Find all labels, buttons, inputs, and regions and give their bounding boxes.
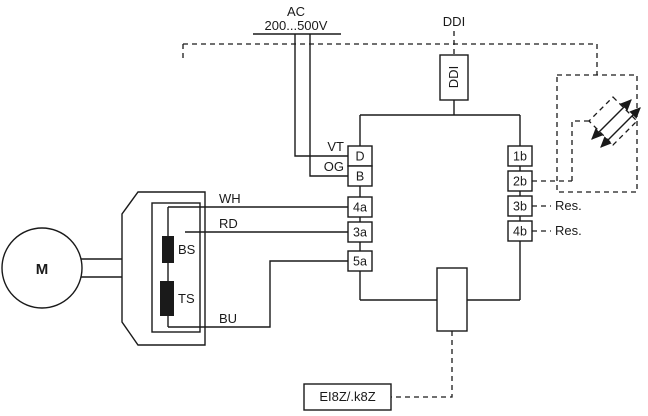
terminal-label: 4a (353, 201, 367, 215)
terminal-label: B (356, 170, 364, 184)
ddi-module-label: DDI (446, 66, 461, 88)
terminal-left-5a: 5a (347, 250, 373, 272)
sensor-arrow-icon (591, 99, 632, 140)
motor-shaft (81, 258, 122, 278)
controller-dashed-link (391, 331, 453, 398)
terminal-box (347, 165, 373, 187)
vt-wire-label: VT (327, 139, 344, 154)
rd-wire-label: RD (219, 216, 238, 231)
og-wire (309, 34, 348, 177)
terminal-label: 4b (513, 225, 527, 239)
terminal-right-1b: 1b (507, 145, 533, 167)
junction-module-box (436, 267, 468, 332)
ts-sensor-label: TS (178, 291, 195, 306)
bs-sensor (162, 236, 174, 263)
sensor-arrow-icon (600, 107, 641, 148)
terminal-label: 2b (513, 175, 527, 189)
terminal-box (507, 220, 533, 242)
terminal-right-3b: 3b (507, 195, 533, 217)
motor-symbol (1, 227, 83, 309)
terminal-label: 3b (513, 200, 527, 214)
terminal-box (507, 195, 533, 217)
terminal-right-4b: 4b (507, 220, 533, 242)
terminal-2b-dashed-link (532, 120, 589, 182)
vt-wire (294, 34, 348, 157)
terminal-label: 5a (353, 255, 367, 269)
controller-label: EI8Z/.k8Z (319, 389, 375, 404)
terminal-left-D: D (347, 145, 373, 167)
supply-voltage-label: 200...500V (265, 18, 328, 33)
ddi-top-label: DDI (443, 14, 465, 29)
controller-box (303, 383, 392, 411)
og-wire-label: OG (324, 159, 344, 174)
terminal-box (347, 196, 373, 218)
terminal-left-B: B (347, 165, 373, 187)
ts-sensor (160, 281, 174, 316)
res-3b-label: Res. (555, 198, 582, 213)
bu-wire (168, 260, 348, 328)
connector-inner-frame (151, 202, 201, 333)
terminal-left-3a: 3a (347, 221, 373, 243)
supply-ac-label: AC (287, 4, 305, 19)
bu-wire-label: BU (219, 311, 237, 326)
terminal-box (347, 250, 373, 272)
ddi-module-box (439, 54, 469, 101)
terminal-label: D (355, 150, 364, 164)
terminal-box (347, 221, 373, 243)
terminal-label: 1b (513, 150, 527, 164)
res-4b-label: Res. (555, 223, 582, 238)
terminal-box (507, 170, 533, 192)
motor-connector-housing (121, 191, 206, 346)
bs-sensor-label: BS (178, 242, 196, 257)
sensor-diamond-symbol (588, 96, 638, 146)
motor-label: M (36, 261, 49, 278)
terminal-label: 3a (353, 226, 367, 240)
terminal-left-4a: 4a (347, 196, 373, 218)
terminal-box (507, 145, 533, 167)
terminal-right-2b: 2b (507, 170, 533, 192)
wh-wire-label: WH (219, 191, 241, 206)
